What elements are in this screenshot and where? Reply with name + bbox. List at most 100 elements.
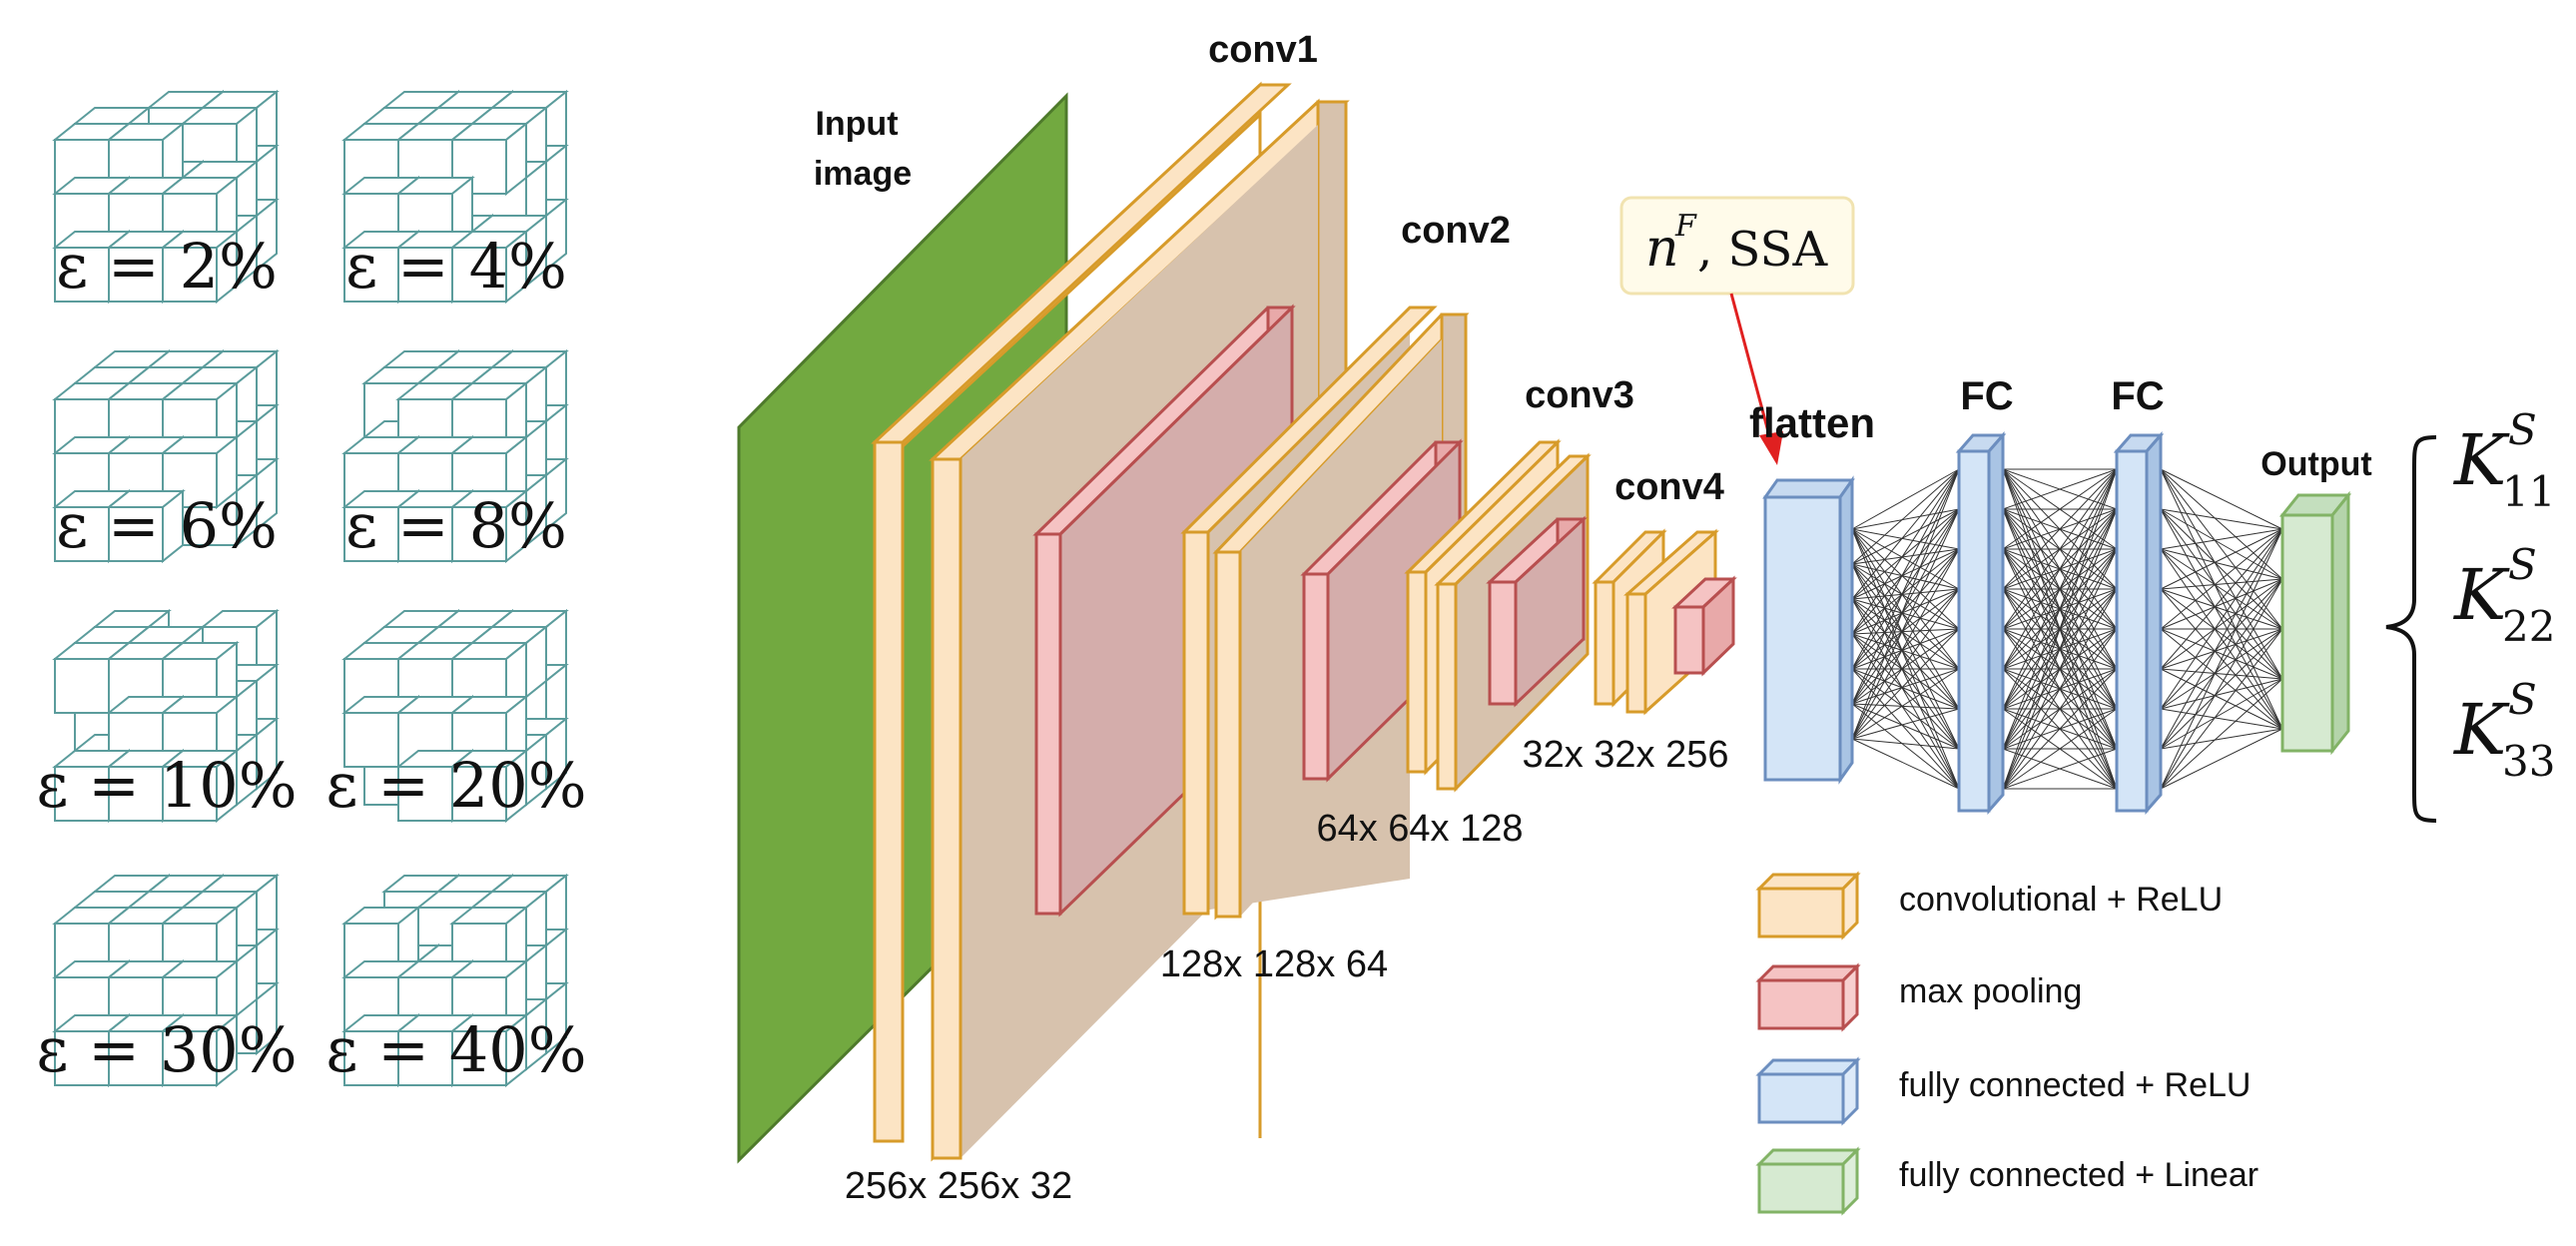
fc-edge xyxy=(2160,578,2283,590)
fc-edge xyxy=(1851,468,1960,530)
fc-edge xyxy=(1851,598,1960,790)
fc-edge xyxy=(1851,668,1960,750)
fc-edge xyxy=(1851,508,1960,670)
fc-edge xyxy=(1851,668,1960,740)
fc-edge xyxy=(1851,508,1960,565)
fc-edge xyxy=(1851,548,1960,635)
lattice-cube xyxy=(449,748,529,824)
fc-edge xyxy=(1851,563,1960,590)
fc-edge xyxy=(1851,528,1960,590)
fc-edge xyxy=(2160,578,2283,790)
fc-edge xyxy=(1851,508,1960,705)
output-symbol: K xyxy=(2452,689,2510,771)
legend-swatch xyxy=(1755,1146,1861,1216)
lattice-cube xyxy=(341,905,421,980)
conv3-block xyxy=(1404,438,1592,793)
fc-edge xyxy=(1851,628,1960,635)
fc-edge xyxy=(1851,668,1960,705)
conv4-label: conv4 xyxy=(1614,466,1724,508)
fc-edge xyxy=(2160,588,2283,680)
fc2-layer xyxy=(2113,431,2165,815)
fc-edge xyxy=(2160,508,2283,680)
extra-input-suffix: , SSA xyxy=(1697,222,1828,278)
fc-edge xyxy=(2002,588,2118,790)
dim2-label: 128x 128x 64 xyxy=(1160,943,1388,985)
fc-edge xyxy=(1851,528,1960,710)
fc-edge xyxy=(1851,738,1960,790)
fc-connections xyxy=(1851,468,2283,790)
fc-edge xyxy=(1851,708,1960,740)
output-symbol: K xyxy=(2452,419,2510,501)
fc-edge xyxy=(2160,678,2283,790)
lattice-cube xyxy=(449,1012,529,1088)
fc-edge xyxy=(2160,548,2283,580)
input-label-line2: image xyxy=(814,155,912,193)
fc-edge xyxy=(2160,528,2283,550)
input-label-line1: Input xyxy=(815,105,898,143)
lattice-cube xyxy=(449,488,529,564)
fc-edge xyxy=(2002,668,2118,790)
fc-edge xyxy=(2160,468,2283,580)
fc-edge xyxy=(2160,578,2283,670)
fc-edge xyxy=(2160,708,2283,730)
porosity-sample: ε = 8% xyxy=(341,348,569,564)
porosity-sample: ε = 40% xyxy=(325,873,587,1088)
fc-edge xyxy=(1851,468,1960,705)
fc-edge xyxy=(2160,528,2283,670)
fc-edge xyxy=(2160,528,2283,630)
fc-edge xyxy=(1851,628,1960,740)
porosity-label: ε = 20% xyxy=(325,749,586,822)
porosity-sample: ε = 4% xyxy=(341,89,569,305)
extra-input-arrowhead xyxy=(1759,431,1783,465)
fc-edge xyxy=(2002,628,2118,790)
legend-item: max pooling xyxy=(1755,962,2082,1032)
lattice-cube xyxy=(449,229,529,305)
conv4-block xyxy=(1592,528,1737,716)
fc-edge xyxy=(1851,508,1960,740)
fc-edge xyxy=(1851,598,1960,670)
fc-edge xyxy=(1851,628,1960,705)
output-superscript: S xyxy=(2508,675,2537,724)
fc-edge xyxy=(1851,598,1960,750)
fc-edge xyxy=(2160,628,2283,790)
fc-edge xyxy=(2002,468,2118,750)
fc-edge xyxy=(2002,468,2118,670)
legend-swatch xyxy=(1755,871,1861,940)
fc-edge xyxy=(1851,548,1960,565)
fc1-layer xyxy=(1955,431,2007,815)
fc-edge xyxy=(2160,548,2283,680)
fc-edge xyxy=(1851,598,1960,630)
fc2-label: FC xyxy=(2111,374,2164,418)
porosity-sample: ε = 20% xyxy=(325,608,587,824)
fc-edge xyxy=(1851,528,1960,630)
porosity-label: ε = 4% xyxy=(345,230,567,303)
fc-edge xyxy=(1851,563,1960,630)
dim4-label: 32x 32x 256 xyxy=(1522,734,1728,776)
porosity-sample: ε = 2% xyxy=(52,89,280,305)
fc-edge xyxy=(1851,633,1960,710)
porosity-sample: ε = 30% xyxy=(36,873,298,1088)
porosity-label: ε = 8% xyxy=(345,489,567,562)
fc-edge xyxy=(1851,588,1960,740)
fc-edge xyxy=(1851,563,1960,710)
porosity-label: ε = 40% xyxy=(325,1013,586,1086)
fc-edge xyxy=(1851,468,1960,670)
output-superscript: S xyxy=(2508,405,2537,454)
porosity-label: ε = 10% xyxy=(36,749,297,822)
fc-edge xyxy=(1851,563,1960,750)
fc-edge xyxy=(1851,508,1960,530)
fc-edge xyxy=(1851,598,1960,710)
fc-edge xyxy=(1851,633,1960,790)
fc-edge xyxy=(2160,508,2283,580)
fc-edge xyxy=(2160,628,2283,680)
output-layer xyxy=(2278,490,2352,756)
extra-input-box xyxy=(1619,196,1855,296)
fc-edge xyxy=(1851,468,1960,635)
fc-edge xyxy=(2002,468,2118,590)
legend-label: fully connected + ReLU xyxy=(1899,1066,2251,1104)
lattice-cube xyxy=(160,229,240,305)
